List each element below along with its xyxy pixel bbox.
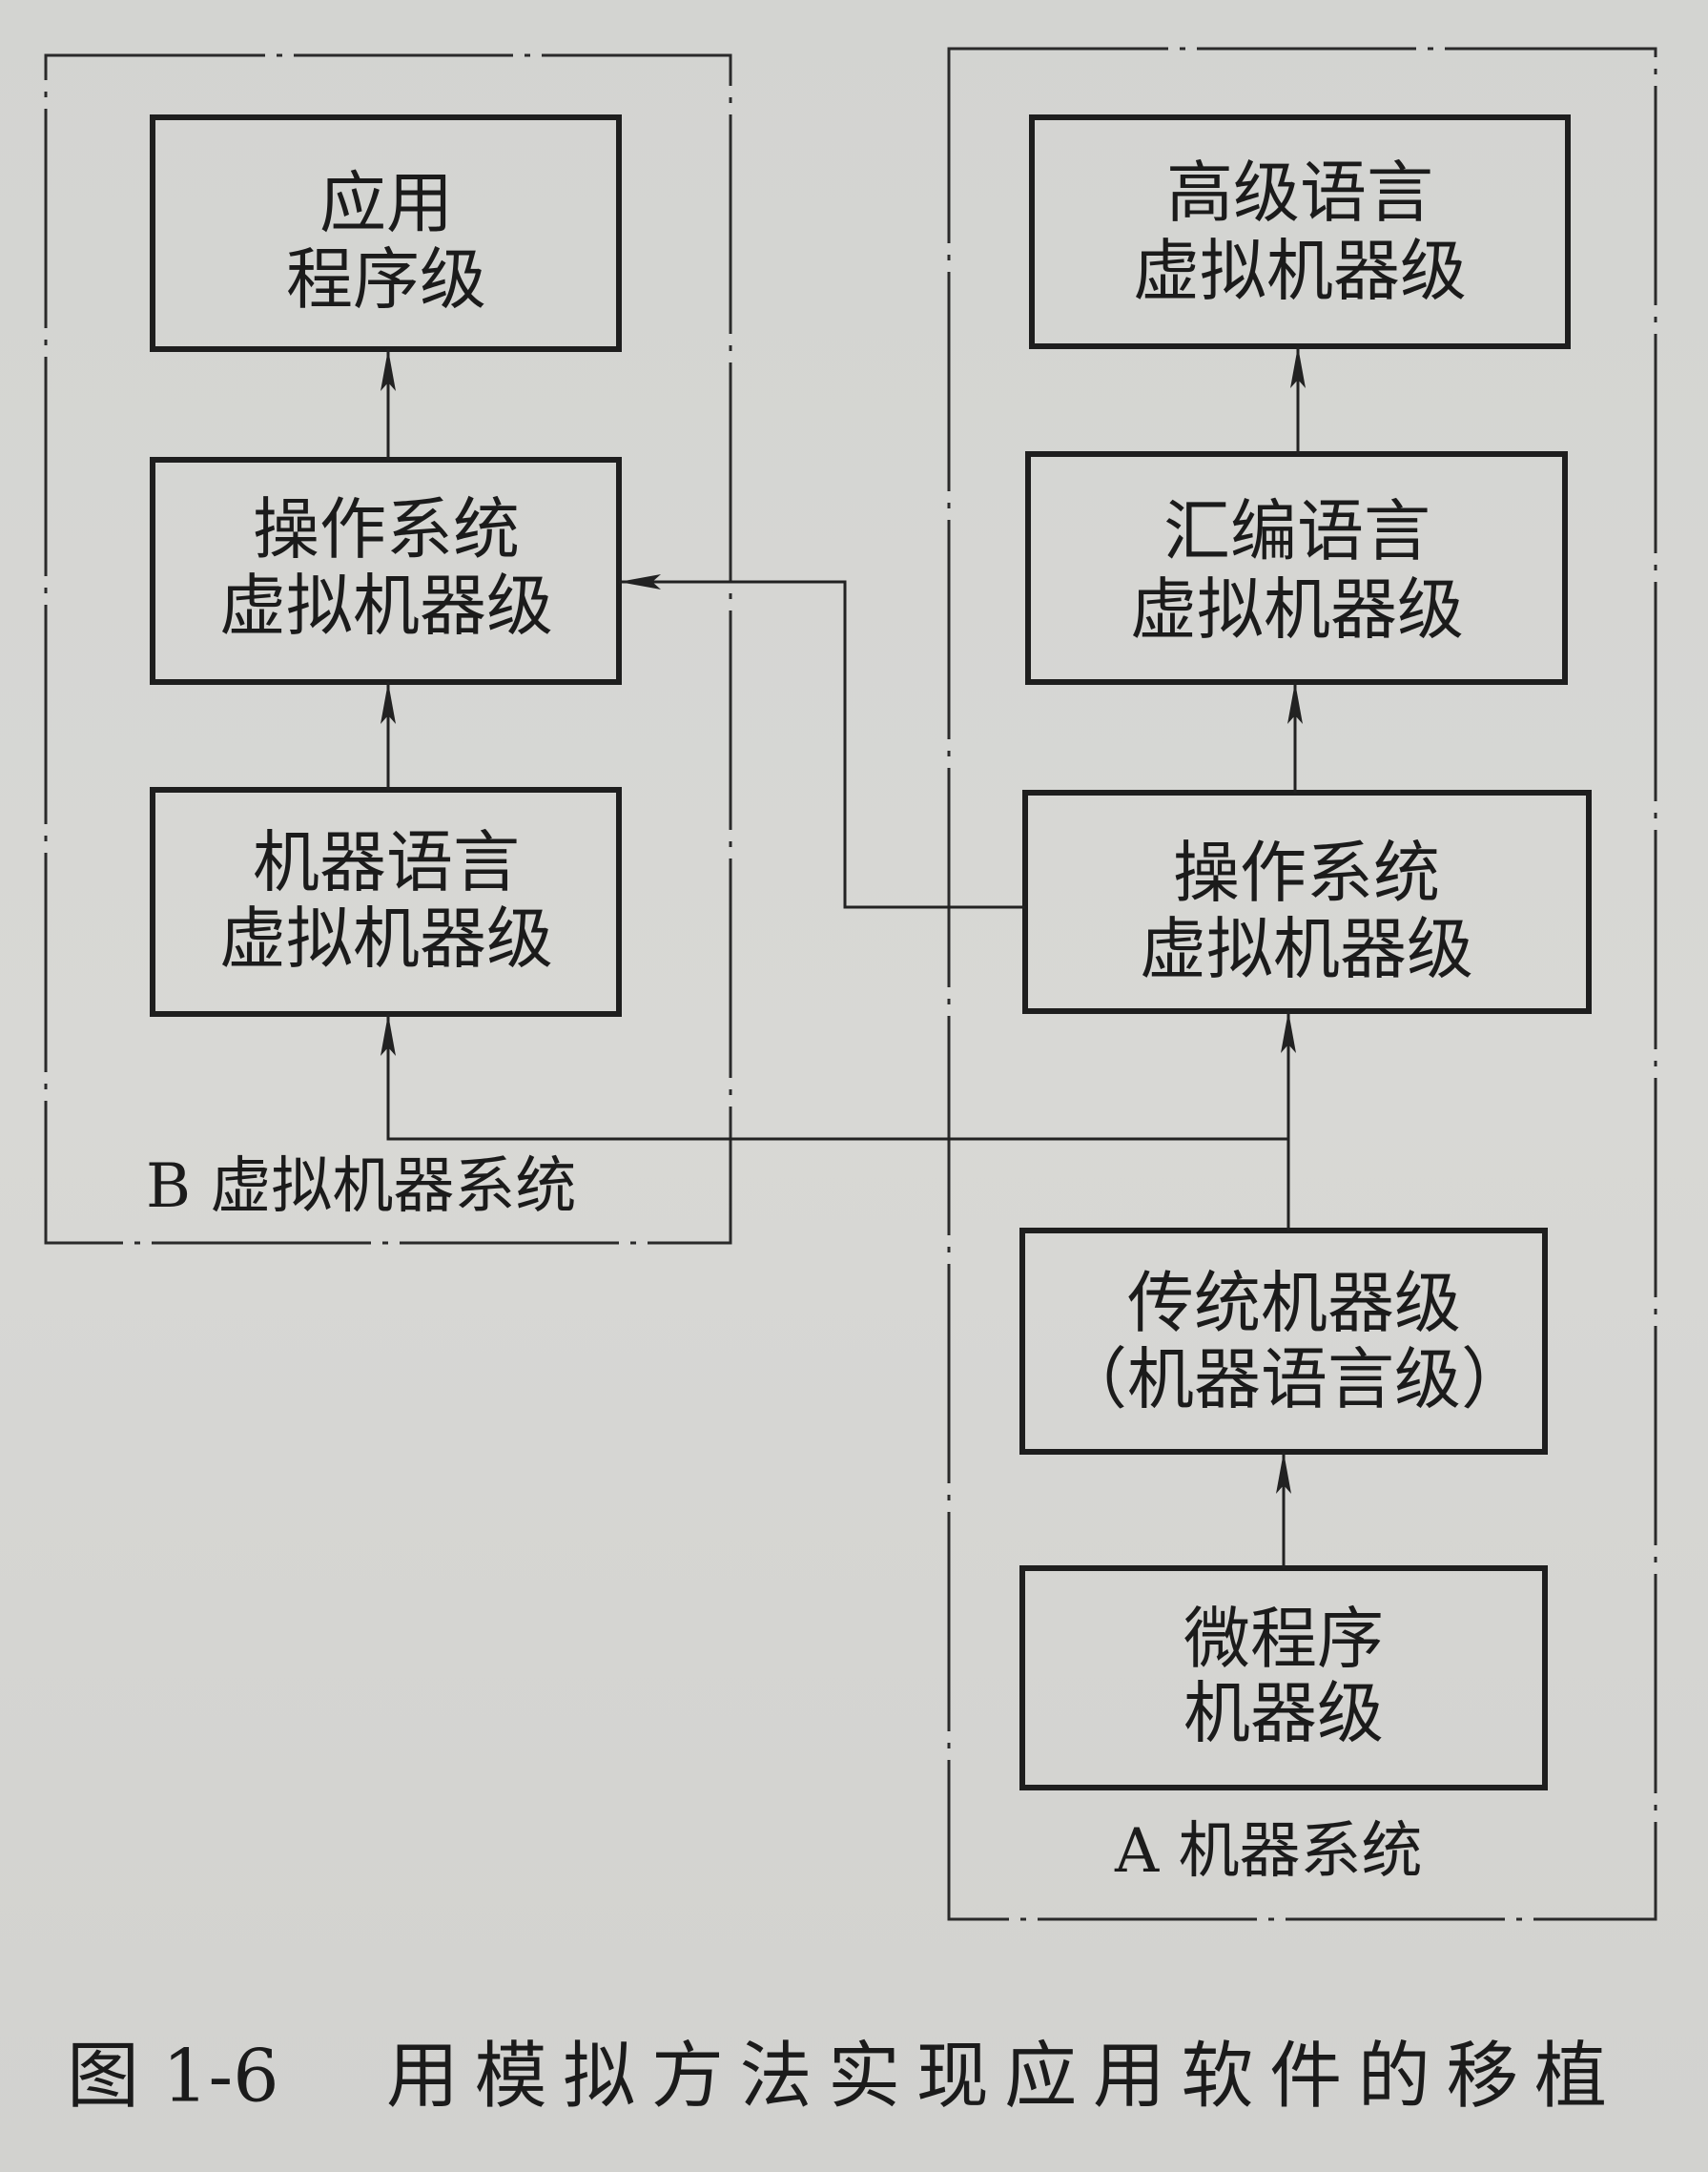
- a-level-microprogram-line1: 微程序: [1183, 1600, 1384, 1678]
- arrow-a-conventional-to-b-machine-language: [381, 1014, 1288, 1141]
- a-level-high-level-language-line2: 虚拟机器级: [1133, 232, 1467, 310]
- figure-number: 图 1-6: [67, 2034, 279, 2119]
- b-level-os: 操作系统 虚拟机器级: [150, 457, 622, 685]
- b-level-machine-language-line2: 虚拟机器级: [219, 900, 553, 978]
- b-level-application: 应用 程序级: [150, 114, 622, 352]
- b-system-frame: [44, 53, 732, 1245]
- figure-caption: 用模拟方法实现应用软件的移植: [386, 2034, 1607, 2119]
- a-level-high-level-language: 高级语言 虚拟机器级: [1029, 114, 1571, 349]
- a-level-assembly-language-line1: 汇编语言: [1163, 492, 1430, 570]
- b-level-application-line2: 程序级: [286, 240, 486, 319]
- a-level-conventional-machine-line2: （机器语言级）: [1060, 1340, 1528, 1418]
- b-level-application-line1: 应用: [319, 164, 453, 242]
- a-level-microprogram-line2: 机器级: [1183, 1674, 1384, 1752]
- a-level-conventional-machine: 传统机器级 （机器语言级）: [1019, 1228, 1548, 1455]
- b-system-label: B 虚拟机器系统: [146, 1151, 576, 1222]
- a-level-assembly-language: 汇编语言 虚拟机器级: [1025, 451, 1568, 685]
- a-level-assembly-language-line2: 虚拟机器级: [1130, 570, 1464, 649]
- a-level-os-line2: 虚拟机器级: [1140, 910, 1473, 988]
- b-level-machine-language-line1: 机器语言: [253, 823, 520, 901]
- a-system-label: A 机器系统: [1114, 1816, 1423, 1887]
- a-system-frame: [947, 47, 1657, 1921]
- a-level-os: 操作系统 虚拟机器级: [1022, 790, 1592, 1014]
- a-level-high-level-language-line1: 高级语言: [1166, 154, 1433, 232]
- b-level-os-line1: 操作系统: [253, 490, 520, 569]
- a-level-os-box: [1022, 790, 1592, 1014]
- b-level-machine-language: 机器语言 虚拟机器级: [150, 787, 622, 1017]
- b-level-os-line2: 虚拟机器级: [219, 567, 553, 645]
- a-level-microprogram: 微程序 机器级: [1019, 1565, 1548, 1790]
- arrow-a-os-to-b-os: [619, 574, 1025, 909]
- a-level-conventional-machine-line1: 传统机器级: [1127, 1264, 1461, 1342]
- a-level-os-line1: 操作系统: [1173, 834, 1440, 912]
